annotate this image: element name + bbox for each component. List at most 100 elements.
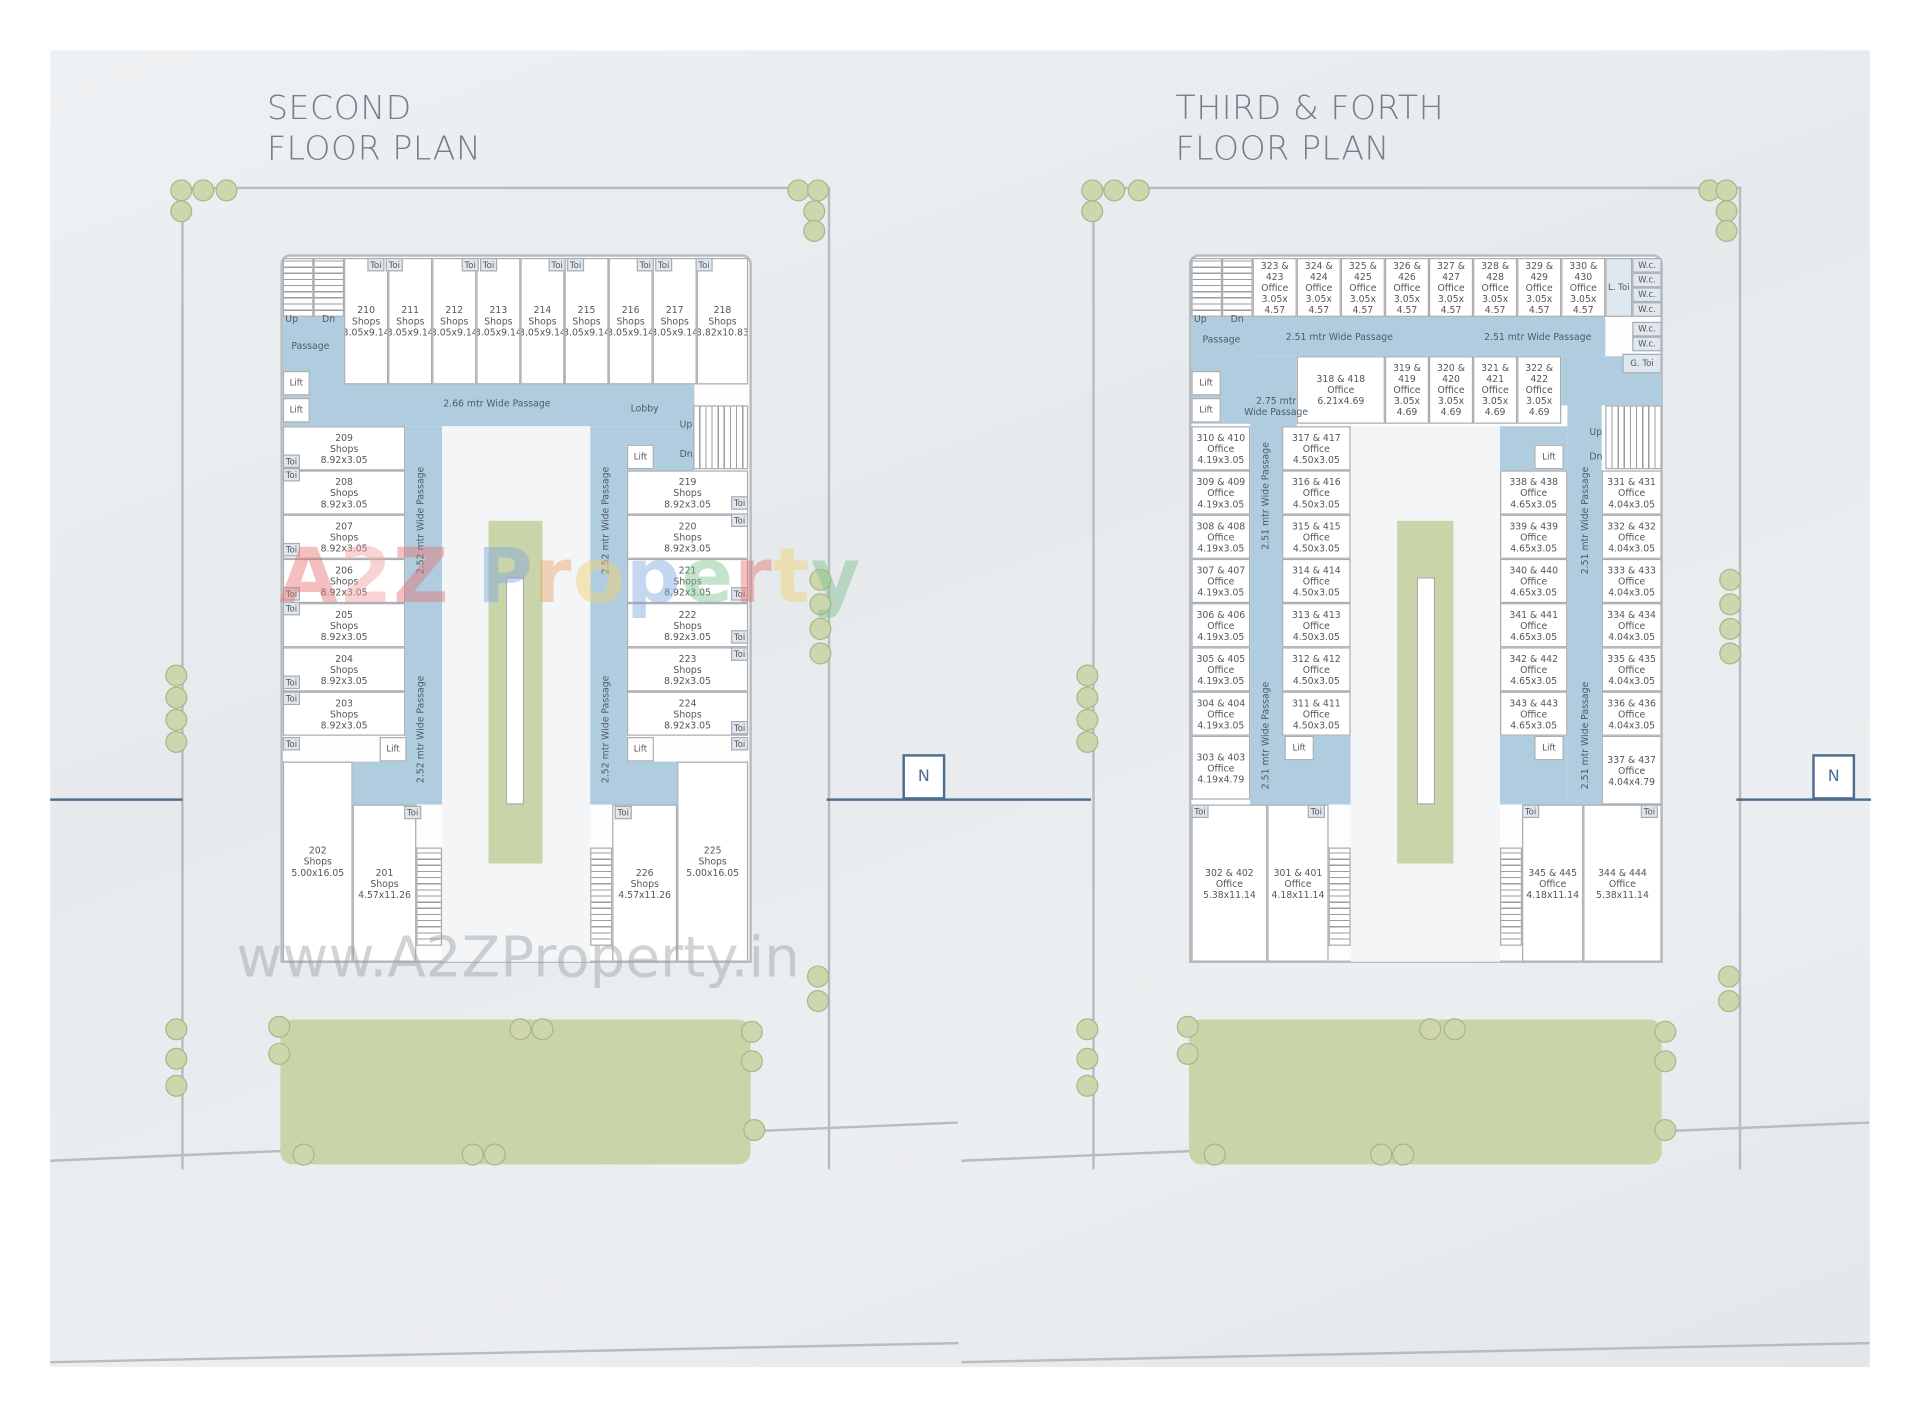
room-use: Office bbox=[1284, 877, 1312, 889]
utility-toilet: Toi bbox=[282, 691, 301, 706]
staircase bbox=[1328, 847, 1351, 946]
room-size: 3.05x 4.57 bbox=[1526, 292, 1553, 316]
staircase bbox=[1500, 847, 1523, 946]
utility-toilet: Toi bbox=[614, 805, 632, 820]
road-line bbox=[50, 798, 183, 801]
utility-lift: Lift bbox=[282, 370, 310, 396]
tree-icon bbox=[1081, 179, 1104, 202]
room-size: 5.00x16.05 bbox=[291, 867, 345, 879]
room-size: 4.57x11.26 bbox=[358, 888, 411, 900]
room-no: 332 & 432 bbox=[1607, 520, 1656, 532]
room-size: 3.05x 4.57 bbox=[1570, 292, 1597, 316]
room-no: 217 bbox=[665, 304, 684, 316]
staircase bbox=[1222, 257, 1253, 317]
room-use: Office bbox=[1302, 487, 1330, 499]
room-size: 4.19x3.05 bbox=[1197, 498, 1245, 510]
road-line bbox=[826, 798, 1092, 801]
room-no: 315 & 415 bbox=[1292, 520, 1341, 532]
staircase bbox=[1605, 405, 1662, 470]
tree-icon bbox=[740, 1050, 763, 1073]
utility-wc: W.c. bbox=[1632, 321, 1662, 337]
utility-toilet: Toi bbox=[282, 675, 301, 690]
room-use: Office bbox=[1520, 619, 1548, 631]
room-use: Office bbox=[1437, 384, 1465, 396]
room-size: 3.05x 4.57 bbox=[1349, 292, 1376, 316]
stair-up-label: Up bbox=[679, 418, 693, 430]
room-use: Office bbox=[1520, 575, 1548, 587]
stair-up-label: Up bbox=[1193, 313, 1207, 325]
room-no: 306 & 406 bbox=[1196, 608, 1246, 620]
room-use: Shops bbox=[440, 315, 469, 327]
room-size: 3.05x 4.69 bbox=[1393, 395, 1421, 418]
room-size: 4.19x3.05 bbox=[1197, 453, 1245, 465]
passage-label: Passage bbox=[291, 340, 330, 352]
utility-toilet: Toi bbox=[731, 630, 749, 644]
utility-toilet: Toi bbox=[282, 736, 301, 751]
room-size: 4.57x11.26 bbox=[618, 888, 672, 900]
room-size: 8.92x3.05 bbox=[320, 586, 368, 598]
utility-toilet: Toi bbox=[731, 736, 749, 751]
room-no: 206 bbox=[335, 564, 353, 576]
room-use: Shops bbox=[673, 708, 702, 720]
utility-toilet: Toi bbox=[636, 257, 654, 272]
room-no: 202 bbox=[308, 845, 327, 857]
tree-icon bbox=[531, 1018, 554, 1041]
room-size: 4.50x3.05 bbox=[1292, 719, 1340, 731]
room-use: Shops bbox=[708, 315, 737, 327]
passage-label: 2.75 mtr Wide Passage bbox=[1244, 395, 1309, 418]
utility-toilet: Toi bbox=[461, 257, 479, 272]
room-no: 325 & 425 bbox=[1348, 259, 1377, 282]
passage-label: 2.51 mtr Wide Passage bbox=[1285, 331, 1393, 343]
utility-toilet: Toi bbox=[282, 454, 301, 468]
room-size: 4.19x3.05 bbox=[1197, 542, 1245, 554]
site-boundary bbox=[827, 186, 831, 1170]
room-size: 4.65x3.05 bbox=[1510, 586, 1558, 598]
room-use: Office bbox=[1207, 531, 1235, 543]
room-no: 224 bbox=[678, 697, 697, 709]
utility-toilet: Toi bbox=[385, 257, 403, 272]
room-size: 4.50x3.05 bbox=[1292, 453, 1340, 465]
room-size: 8.92x3.05 bbox=[664, 498, 712, 510]
room-size: 8.92x3.05 bbox=[664, 719, 712, 731]
second-floor-title: SECOND FLOOR PLAN bbox=[266, 89, 482, 169]
room-use: Office bbox=[1520, 531, 1548, 543]
room-use: Shops bbox=[329, 487, 359, 499]
tree-icon bbox=[1370, 1143, 1393, 1166]
room-no: 214 bbox=[533, 304, 552, 316]
tree-icon bbox=[483, 1143, 506, 1166]
